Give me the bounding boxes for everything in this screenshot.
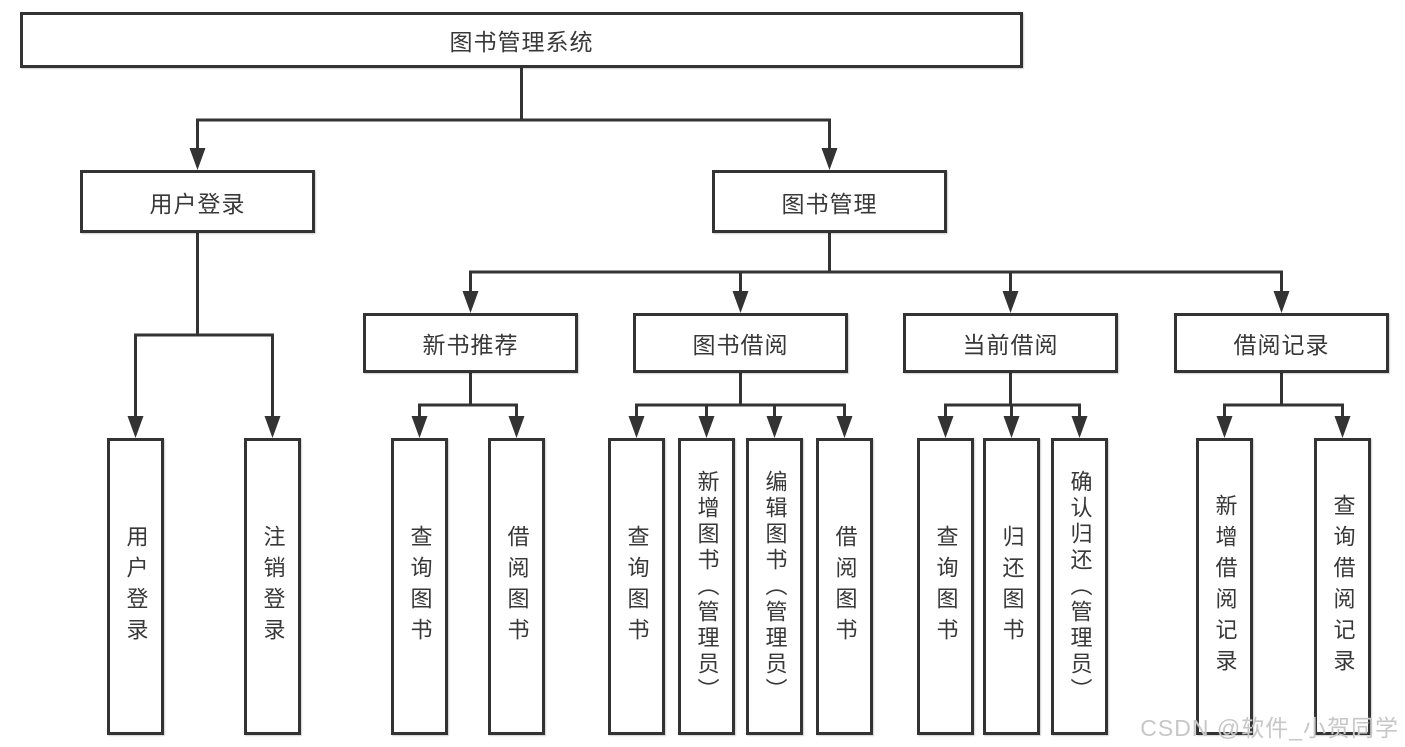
leaf-label: 归还图书 [999,524,1025,649]
watermark: CSDN @软件_小贺同学 [1140,715,1399,741]
arrow-down-icon [127,416,144,438]
arrow-down-icon [1334,416,1351,438]
leaf-edit-books-admin: 编辑图书（管理员） [746,438,803,735]
arrow-down-icon [821,148,838,170]
leaf-borrow-books: 借阅图书 [816,438,873,735]
node-borrow-records: 借阅记录 [1174,313,1389,373]
node-new-book-recommend: 新书推荐 [363,313,578,373]
leaf-logout: 注销登录 [244,438,301,735]
leaf-label: 查询图书 [624,524,650,649]
leaf-label: 借阅图书 [504,524,530,649]
arrow-down-icon [264,416,281,438]
leaf-query-books-recommend: 查询图书 [391,438,448,735]
leaf-borrow-books-recommend: 借阅图书 [488,438,545,735]
arrow-down-icon [766,416,783,438]
arrow-down-icon [1071,416,1088,438]
leaf-add-borrow-record: 新增借阅记录 [1196,438,1253,735]
arrow-down-icon [1003,416,1020,438]
node-label: 图书管理系统 [449,29,594,55]
arrow-down-icon [1216,416,1233,438]
leaf-confirm-return-admin: 确认归还（管理员） [1051,438,1108,735]
node-label: 当前借阅 [962,332,1059,358]
leaf-query-borrow-record: 查询借阅记录 [1314,438,1371,735]
leaf-label: 查询借阅记录 [1330,493,1356,680]
node-label: 用户登录 [149,190,246,217]
node-label: 图书借阅 [692,332,789,358]
arrow-down-icon [698,416,715,438]
connector-borrow-records [1223,373,1344,420]
connector-user-login [134,233,274,420]
arrow-down-icon [628,416,645,438]
node-user-login: 用户登录 [80,170,315,233]
node-book-borrowing: 图书借阅 [633,313,848,373]
arrow-down-icon [508,416,525,438]
node-current-borrowing: 当前借阅 [903,313,1118,373]
node-label: 新书推荐 [422,332,519,358]
connector-new-book-rec [418,373,518,420]
arrow-down-icon [462,291,479,313]
arrow-down-icon [937,416,954,438]
node-library-system: 图书管理系统 [20,12,1023,68]
leaf-add-books-admin: 新增图书（管理员） [678,438,735,735]
arrow-down-icon [189,148,206,170]
leaf-query-books-borrowing: 查询图书 [608,438,665,735]
leaf-user-login: 用户登录 [107,438,164,735]
arrow-down-icon [836,416,853,438]
node-label: 借阅记录 [1233,332,1330,358]
arrow-down-icon [1002,291,1019,313]
leaf-label: 新增图书（管理员） [694,469,720,704]
leaf-label: 查询图书 [933,524,959,649]
leaf-return-books: 归还图书 [983,438,1040,735]
connector-root [196,68,831,152]
leaf-label: 编辑图书（管理员） [762,469,788,704]
leaf-label: 查询图书 [407,524,433,649]
connector-current-borrow [944,373,1081,420]
arrow-down-icon [732,291,749,313]
leaf-label: 用户登录 [123,524,149,649]
connector-book-borrow [635,373,846,420]
leaf-label: 借阅图书 [832,524,858,649]
node-label: 图书管理 [781,190,878,217]
leaf-label: 新增借阅记录 [1212,493,1238,680]
arrow-down-icon [411,416,428,438]
leaf-query-books-current: 查询图书 [917,438,974,735]
leaf-label: 注销登录 [260,524,286,649]
arrow-down-icon [1273,291,1290,313]
connector-book-mgmt [469,233,1283,295]
node-book-management: 图书管理 [712,170,947,233]
leaf-label: 确认归还（管理员） [1067,469,1093,704]
